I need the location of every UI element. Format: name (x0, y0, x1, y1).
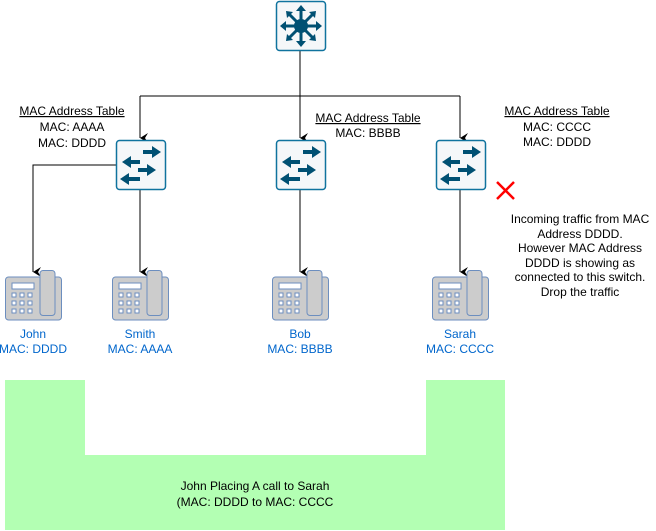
mac-table-title-left: MAC Address Table (19, 104, 124, 118)
connections (32, 50, 468, 277)
phone-mac: MAC: BBBB (267, 342, 332, 356)
phone-name: Smith (125, 327, 156, 341)
mac-table-entry: MAC: AAAA (40, 120, 105, 134)
mac-table-entry: MAC: BBBB (335, 126, 400, 140)
phone-icon-smith[interactable] (112, 270, 169, 321)
phone-icon-bob[interactable] (272, 270, 329, 321)
drop-note-line: Incoming traffic from MAC (511, 212, 650, 226)
mac-table-entry: MAC: DDDD (523, 135, 591, 149)
mac-table-entry: MAC: CCCC (523, 120, 591, 134)
phone-mac: MAC: DDDD (0, 342, 67, 356)
switch-icon-right[interactable] (435, 139, 487, 191)
mac-table-entry: MAC: DDDD (38, 136, 106, 150)
drop-note-line: Drop the traffic (541, 285, 619, 299)
x-icon (496, 181, 515, 200)
switch-icon-middle[interactable] (275, 139, 327, 191)
core-switch-icon[interactable] (275, 0, 327, 52)
phone-name: Sarah (444, 327, 476, 341)
drop-note-line: DDDD is showing as (525, 256, 635, 270)
phone-icon-sarah[interactable] (432, 270, 489, 321)
phone-name: Bob (289, 327, 311, 341)
phone-icon-john[interactable] (5, 270, 62, 321)
call-highlight-area (5, 380, 505, 530)
call-note-line: John Placing A call to Sarah (181, 479, 330, 493)
call-note-line: (MAC: DDDD to MAC: CCCC (177, 495, 334, 509)
drop-note-line: connected to this switch. (515, 270, 646, 284)
mac-table-title-right: MAC Address Table (504, 104, 609, 118)
phone-mac: MAC: CCCC (426, 342, 494, 356)
switch-icon-left[interactable] (115, 139, 167, 191)
mac-table-title-middle: MAC Address Table (315, 111, 420, 125)
drop-note-line: However MAC Address (518, 241, 642, 255)
phone-name: John (20, 327, 46, 341)
drop-note-line: Address DDDD. (537, 227, 622, 241)
phone-mac: MAC: AAAA (108, 342, 173, 356)
